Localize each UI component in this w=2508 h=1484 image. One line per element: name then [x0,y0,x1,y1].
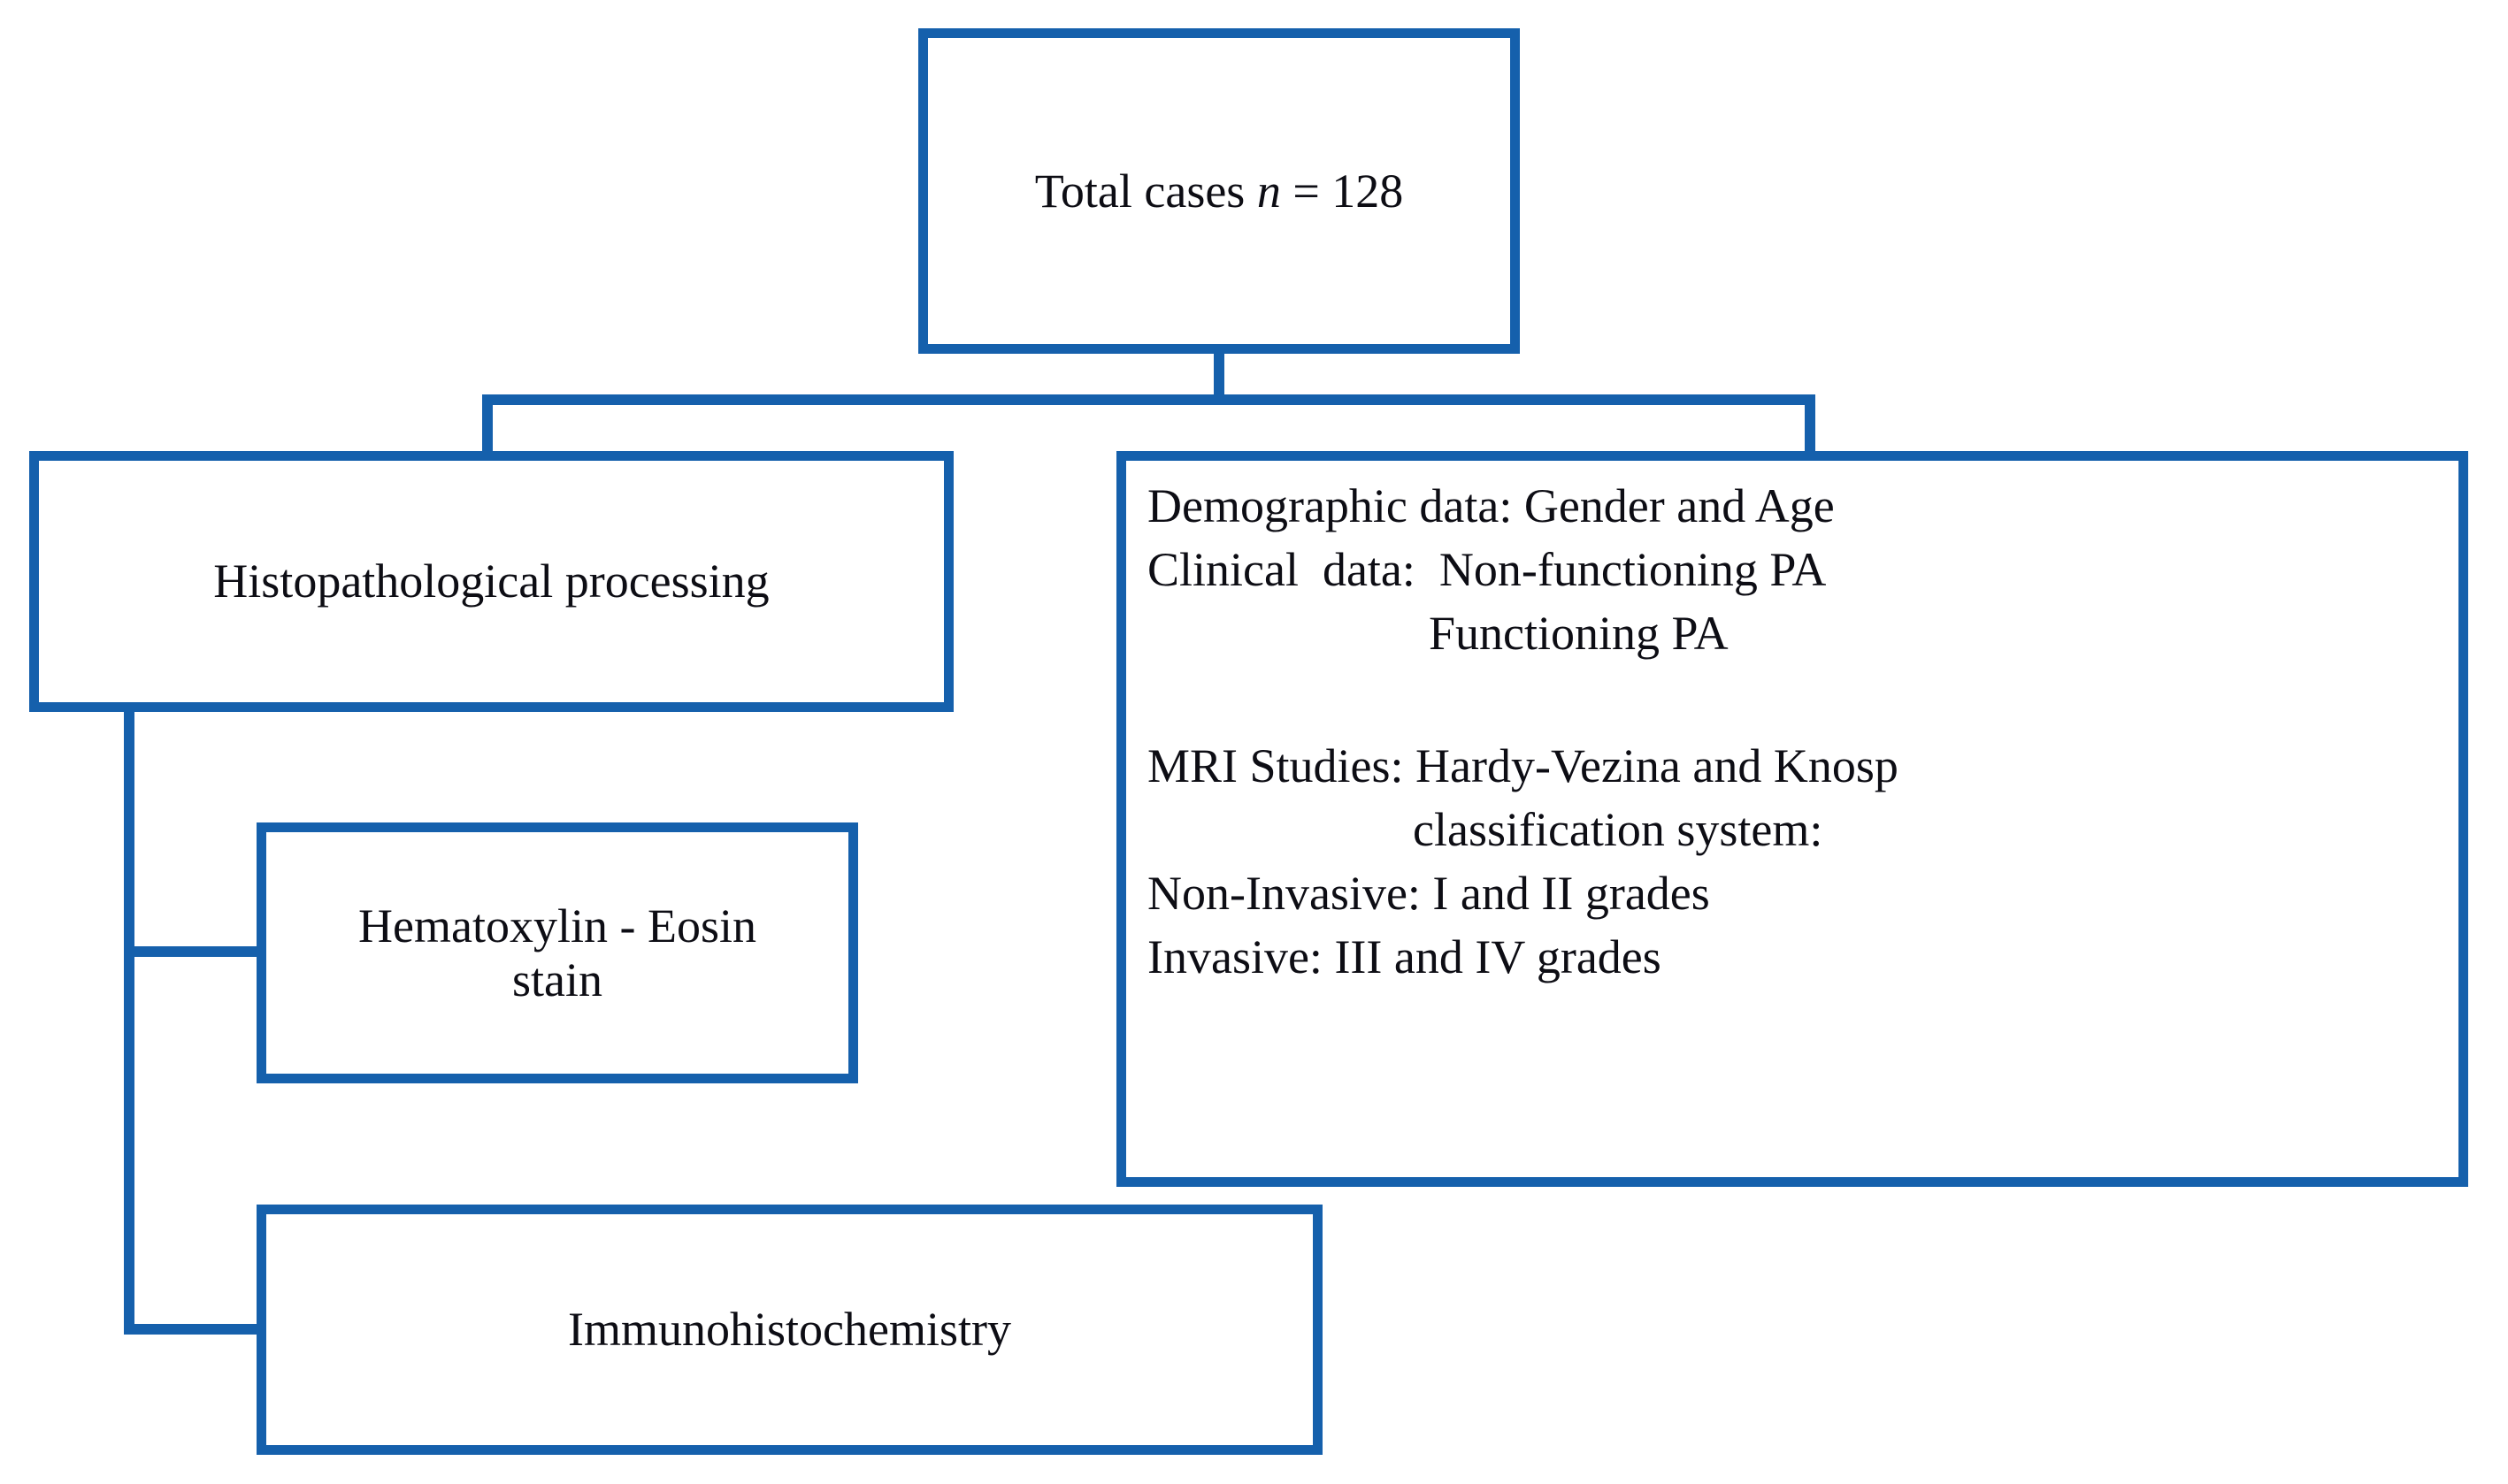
connector-histopathological-spine [124,703,134,1335]
node-hematoxylin-eosin-stain: Hematoxylin - Eosin stain [257,822,858,1083]
node-immunohistochemistry-label: Immunohistochemistry [568,1303,1011,1357]
node-immunohistochemistry: Immunohistochemistry [257,1205,1323,1455]
total-cases-text-before: Total cases [1034,164,1257,218]
node-histopathological-processing: Histopathological processing [29,451,954,712]
connector-spine-to-immunohistochemistry [124,1324,264,1335]
total-cases-text-after: = 128 [1280,164,1404,218]
data-panel-line: Invasive: III and IV grades [1147,930,1661,983]
data-panel-line: MRI Studies: Hardy-Vezina and Knosp [1147,739,1898,792]
data-panel-line: Demographic data: Gender and Age [1147,479,1835,532]
data-panel-line: Functioning PA [1429,607,1729,660]
data-panel-spacer [1147,673,2458,742]
node-hematoxylin-eosin-stain-label: Hematoxylin - Eosin stain [358,899,756,1006]
node-total-cases: Total cases n = 128 [918,28,1520,354]
node-histopathological-processing-label: Histopathological processing [213,555,770,608]
connector-branch-to-histopathological [482,394,493,456]
connector-spine-to-hematoxylin [124,946,264,957]
data-panel-line: classification system: [1413,803,1823,856]
connector-branch-to-data-panel [1805,394,1815,456]
data-panel-line: Clinical data: Non-functioning PA [1147,543,1827,596]
connector-total-to-branch-stem [1214,354,1224,400]
node-total-cases-label: Total cases n = 128 [1023,164,1416,218]
connector-branch-bar [482,394,1815,405]
data-panel-line: Non-Invasive: I and II grades [1147,867,1710,920]
total-cases-italic-n: n [1256,164,1281,218]
